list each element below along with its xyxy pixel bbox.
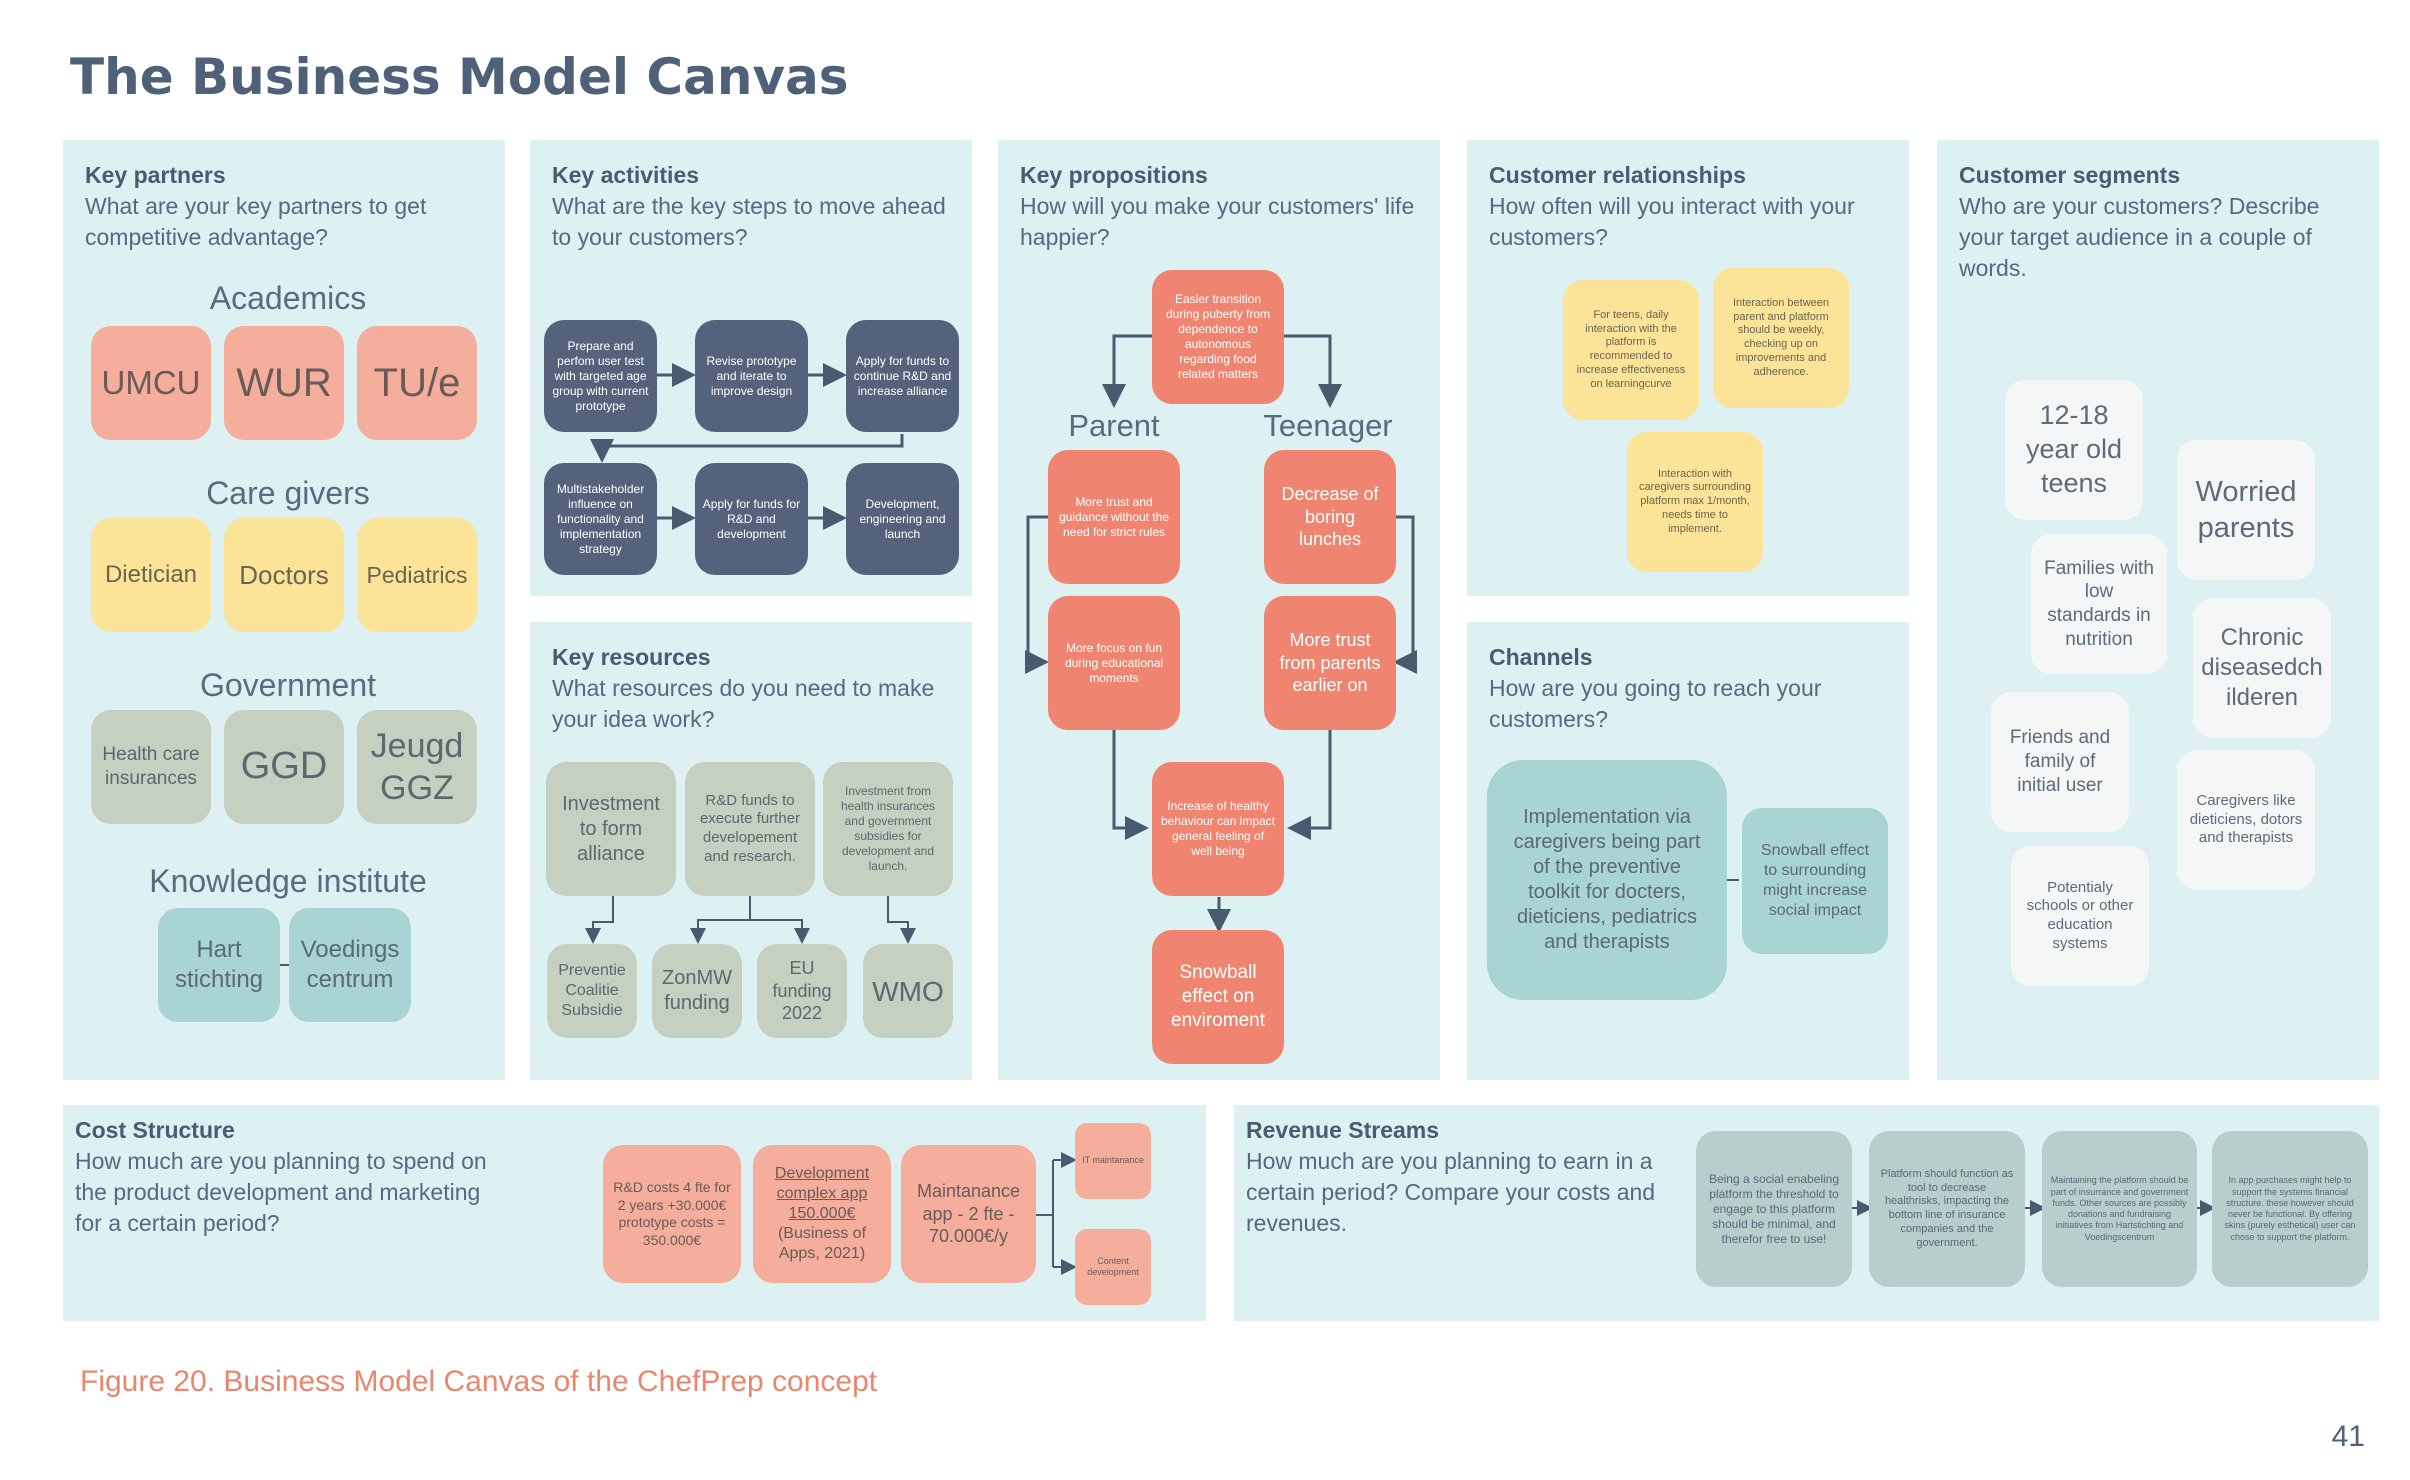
revenue-in-app-purchases: In app purchases might help to support t…	[2212, 1131, 2368, 1287]
customer-segments-heading: Customer segments	[1959, 162, 2181, 188]
partner-voedingscentrum: Voedings centrum	[289, 908, 411, 1022]
proposition-snowball-effect: Snowball effect on enviroment	[1152, 930, 1284, 1064]
teenager-label: Teenager	[1263, 408, 1393, 443]
proposition-more-trust-guidance: More trust and guidance without the need…	[1048, 450, 1180, 584]
channels-heading: Channels	[1489, 644, 1593, 670]
government-label: Government	[199, 667, 377, 703]
segment-caregivers: Caregivers like dieticiens, dotors and t…	[2177, 750, 2315, 890]
resource-investment-alliance: Investment to form alliance	[546, 762, 676, 896]
cost-maintenance: Maintanance app - 2 fte - 70.000€/y	[901, 1145, 1036, 1283]
cost-content-development: Content development	[1075, 1229, 1151, 1305]
revenue-free-to-use: Being a social enabeling platform the th…	[1696, 1131, 1852, 1287]
key-activities-heading: Key activities	[552, 162, 700, 188]
cost-development-amount: Development complex app 150.000€	[774, 1165, 870, 1222]
revenue-health-risk-tool: Platform should function as tool to decr…	[1869, 1131, 2025, 1287]
proposition-trust-parents: More trust from parents earlier on	[1264, 596, 1396, 730]
activity-multistakeholder: Multistakeholder influence on functional…	[544, 463, 657, 575]
partner-doctors: Doctors	[224, 518, 344, 632]
key-activities-question: What are the key steps to move ahead to …	[552, 193, 946, 250]
revenue-streams-question: How much are you planning to earn in a c…	[1246, 1148, 1656, 1236]
proposition-decrease-boring-lunches: Decrease of boring lunches	[1264, 450, 1396, 584]
partner-wur: WUR	[224, 326, 344, 440]
key-partners-question: What are your key partners to get compet…	[85, 193, 427, 250]
channel-snowball-effect: Snowball effect to surrounding might inc…	[1742, 808, 1888, 954]
resource-wmo: WMO	[863, 944, 953, 1038]
cost-it-maintenance: IT maintanance	[1075, 1123, 1151, 1199]
activity-revise-prototype: Revise prototype and iterate to improve …	[695, 320, 808, 432]
segment-worried-parents: Worried parents	[2177, 440, 2315, 580]
key-partners-heading: Key partners	[85, 162, 226, 188]
resource-rd-funds: R&D funds to execute further developemen…	[685, 762, 815, 896]
segment-teens: 12-18 year old teens	[2005, 380, 2143, 520]
partner-pediatrics: Pediatrics	[357, 518, 477, 632]
proposition-healthy-behaviour: Increase of healthy behaviour can impact…	[1152, 762, 1284, 896]
activity-apply-funds-rd: Apply for funds for R&D and development	[695, 463, 808, 575]
partner-hart-stichting: Hart stichting	[158, 908, 280, 1022]
key-resources-question: What resources do you need to make your …	[552, 675, 935, 732]
partner-ggd: GGD	[224, 710, 344, 824]
resource-preventie-coalitie: Preventie Coalitie Subsidie	[547, 944, 637, 1038]
knowledge-label: Knowledge institute	[149, 863, 427, 899]
channels-question: How are you going to reach your customer…	[1489, 675, 1822, 732]
figure-caption: Figure 20. Business Model Canvas of the …	[80, 1365, 878, 1398]
relationship-caregivers-monthly: Interaction with caregivers surrounding …	[1627, 432, 1763, 572]
key-resources-heading: Key resources	[552, 644, 711, 670]
activity-user-test: Prepare and perfom user test with target…	[544, 320, 657, 432]
partner-dietician: Dietician	[91, 518, 211, 632]
customer-relationships-question: How often will you interact with your cu…	[1489, 193, 1855, 250]
cost-rd: R&D costs 4 fte for 2 years +30.000€ pro…	[603, 1145, 741, 1283]
cost-development-source: (Business of Apps, 2021)	[777, 1225, 867, 1262]
cost-development: Development complex app 150.000€ (Busine…	[753, 1145, 891, 1283]
segment-chronic-children: Chronic diseasedch ilderen	[2193, 598, 2331, 738]
page-title: The Business Model Canvas	[70, 48, 849, 106]
revenue-streams-heading: Revenue Streams	[1246, 1117, 1440, 1143]
channel-caregivers-toolkit: Implementation via caregivers being part…	[1487, 760, 1727, 1000]
segment-friends-family: Friends and family of initial user	[1991, 692, 2129, 832]
key-propositions-question: How will you make your customers' life h…	[1020, 193, 1415, 250]
key-propositions-heading: Key propositions	[1020, 162, 1208, 188]
proposition-easier-transition: Easier transition during puberty from de…	[1152, 270, 1284, 404]
partner-insurances: Health care insurances	[91, 710, 211, 824]
academics-label: Academics	[209, 280, 367, 316]
cost-structure-question: How much are you planning to spend on th…	[75, 1148, 487, 1236]
resource-investment-insurances: Investment from health insurances and go…	[823, 762, 953, 896]
customer-segments-question: Who are your customers? Describe your ta…	[1959, 193, 2320, 281]
page-number: 41	[2331, 1420, 2365, 1453]
caregivers-label: Care givers	[206, 475, 370, 511]
activity-apply-funds: Apply for funds to continue R&D and incr…	[846, 320, 959, 432]
activity-development-launch: Development, engineering and launch	[846, 463, 959, 575]
resource-zonmw: ZonMW funding	[652, 944, 742, 1038]
partner-umcu: UMCU	[91, 326, 211, 440]
segment-schools: Potentialy schools or other education sy…	[2011, 846, 2149, 986]
proposition-focus-fun: More focus on fun during educational mom…	[1048, 596, 1180, 730]
parent-label: Parent	[1068, 408, 1160, 443]
partner-jeugd-ggz: Jeugd GGZ	[357, 710, 477, 824]
resource-eu-funding: EU funding 2022	[757, 944, 847, 1038]
customer-relationships-heading: Customer relationships	[1489, 162, 1746, 188]
relationship-parent-weekly: Interaction between parent and platform …	[1713, 268, 1849, 408]
segment-low-nutrition-families: Families with low standards in nutrition	[2031, 534, 2167, 674]
relationship-teens-daily: For teens, daily interaction with the pl…	[1563, 280, 1699, 420]
cost-structure-heading: Cost Structure	[75, 1117, 235, 1143]
revenue-insurance-funds: Maintaining the platform should be part …	[2042, 1131, 2197, 1287]
partner-tue: TU/e	[357, 326, 477, 440]
